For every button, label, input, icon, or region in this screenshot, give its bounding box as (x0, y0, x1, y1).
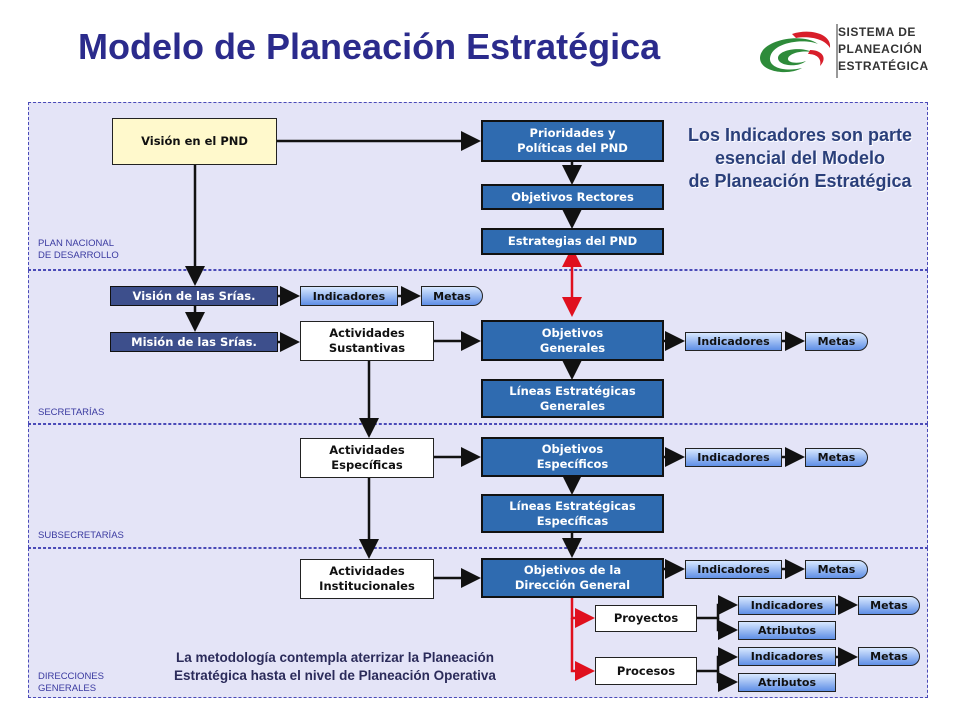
node-prioridades-politicas: Prioridades y Políticas del PND (481, 120, 664, 162)
atributos-proyectos: Atributos (738, 621, 836, 640)
atributos-procesos: Atributos (738, 673, 836, 692)
node-actividades-sustantivas: Actividades Sustantivas (300, 321, 434, 361)
indicadores-procesos: Indicadores (738, 647, 836, 666)
indicadores-objetivos-generales: Indicadores (685, 332, 782, 351)
band-label-pnd: PLAN NACIONAL DE DESARROLLO (38, 238, 119, 261)
metas-objetivos-especificos: Metas (805, 448, 868, 467)
page-title: Modelo de Planeación Estratégica (78, 26, 661, 67)
metas-procesos: Metas (858, 647, 920, 666)
logo-emblem-icon (760, 31, 831, 73)
band-label-secretarias: SECRETARÍAS (38, 407, 105, 418)
node-proyectos: Proyectos (595, 605, 697, 632)
note-indicadores-esencial: Los Indicadores son parte esencial del M… (687, 125, 913, 191)
indicadores-objetivos-especificos: Indicadores (685, 448, 782, 467)
node-procesos: Procesos (595, 657, 697, 685)
metas-direccion-general: Metas (805, 560, 868, 579)
metas-objetivos-generales: Metas (805, 332, 868, 351)
logo-text: Sistema de Planeación Estratégica (838, 25, 929, 73)
node-actividades-especificas: Actividades Específicas (300, 438, 434, 478)
note-metodologia: La metodología contempla aterrizar la Pl… (174, 650, 496, 683)
node-objetivos-rectores: Objetivos Rectores (481, 184, 664, 210)
node-lineas-estrategicas-especificas: Líneas Estratégicas Específicas (481, 494, 664, 533)
band-subsecretarias (28, 424, 928, 548)
indicadores-vision-srias: Indicadores (300, 286, 398, 306)
indicadores-proyectos: Indicadores (738, 596, 836, 615)
band-label-subsecretarias: SUBSECRETARÍAS (38, 530, 124, 541)
node-objetivos-generales: Objetivos Generales (481, 320, 664, 361)
node-vision-pnd: Visión en el PND (112, 118, 277, 165)
band-label-direcciones: DIRECCIONES GENERALES (38, 671, 104, 694)
node-vision-srias: Visión de las Srías. (110, 286, 278, 306)
logo-divider (836, 24, 838, 78)
node-estrategias-pnd: Estrategias del PND (481, 228, 664, 255)
indicadores-direccion-general: Indicadores (685, 560, 782, 579)
node-mision-srias: Misión de las Srías. (110, 332, 278, 352)
metas-vision-srias: Metas (421, 286, 483, 306)
node-actividades-institucionales: Actividades Institucionales (300, 559, 434, 599)
node-lineas-estrategicas-generales: Líneas Estratégicas Generales (481, 379, 664, 418)
node-objetivos-especificos: Objetivos Específicos (481, 437, 664, 477)
metas-proyectos: Metas (858, 596, 920, 615)
node-objetivos-direccion-general: Objetivos de la Dirección General (481, 558, 664, 598)
